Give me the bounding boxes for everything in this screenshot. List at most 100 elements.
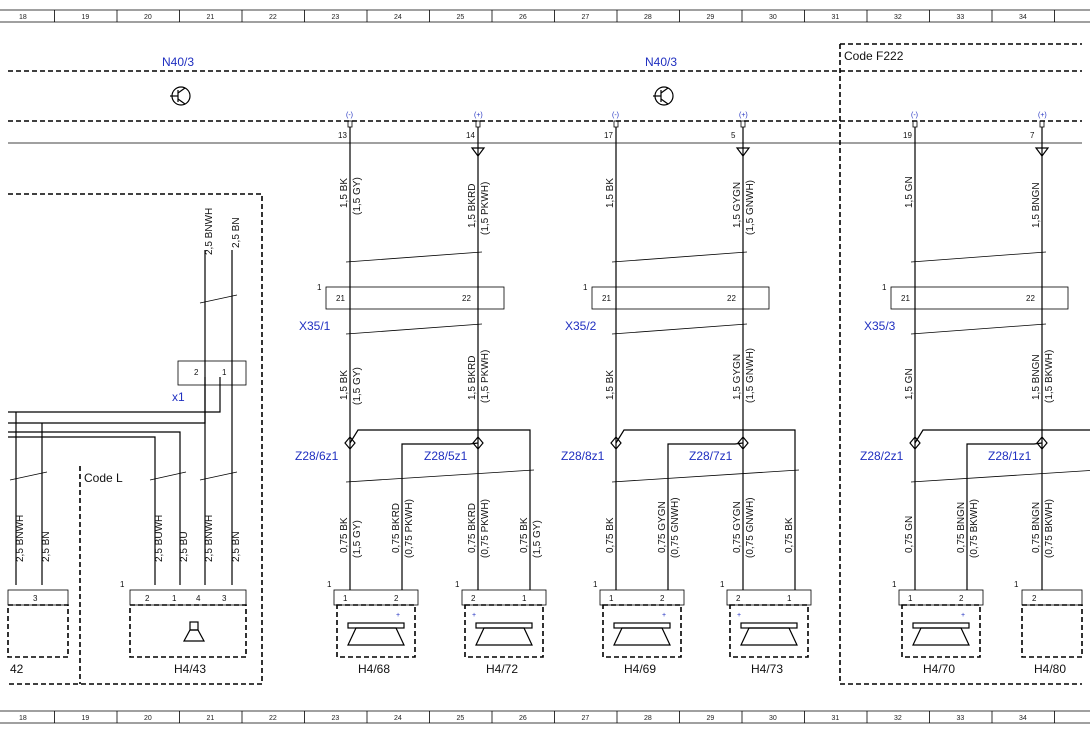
wire-label: 0,75 GN bbox=[904, 516, 915, 553]
speaker-icon bbox=[475, 622, 533, 646]
wire-label: 0,75 BK bbox=[784, 517, 795, 553]
splice-label: Z28/6z1 bbox=[295, 449, 339, 463]
grid-number: 29 bbox=[707, 14, 715, 21]
wire-label: 0,75 GYGN bbox=[732, 501, 743, 553]
wire-label: (0,75 BKWH) bbox=[969, 499, 980, 558]
svg-text:1: 1 bbox=[343, 594, 348, 603]
grid-number: 22 bbox=[269, 715, 277, 722]
wire-label: 1,5 BK bbox=[339, 178, 350, 208]
pin-number: 17 bbox=[604, 131, 613, 140]
svg-text:22: 22 bbox=[462, 294, 471, 303]
splice-icon bbox=[737, 436, 749, 450]
svg-text:1: 1 bbox=[609, 594, 614, 603]
svg-text:21: 21 bbox=[901, 294, 910, 303]
svg-text:2: 2 bbox=[471, 594, 476, 603]
wire-label: (0,75 BKWH) bbox=[1044, 499, 1055, 558]
wire-label: (1,5 GNWH) bbox=[745, 348, 756, 403]
grid-number: 23 bbox=[332, 14, 340, 21]
svg-text:2: 2 bbox=[145, 594, 150, 603]
grid-number: 31 bbox=[832, 715, 840, 722]
svg-text:2,5 BU: 2,5 BU bbox=[179, 531, 190, 562]
polarity-label: (-) bbox=[911, 112, 918, 119]
wire-label: (0,75 PKWH) bbox=[404, 499, 415, 558]
svg-text:2: 2 bbox=[660, 594, 665, 603]
wire-label: 0,75 BK bbox=[339, 517, 350, 553]
x35-connector bbox=[325, 286, 505, 310]
grid-number: 28 bbox=[644, 715, 652, 722]
grid-number: 24 bbox=[394, 14, 402, 21]
grid-number: 25 bbox=[457, 715, 465, 722]
speaker-icon bbox=[613, 622, 671, 646]
wire-label: 0,75 BK bbox=[605, 517, 616, 553]
grid-number: 25 bbox=[457, 14, 465, 21]
svg-text:1: 1 bbox=[892, 580, 897, 589]
splice-label: Z28/2z1 bbox=[860, 449, 904, 463]
code-f222-label: Code F222 bbox=[844, 49, 904, 63]
grid-number: 34 bbox=[1019, 14, 1027, 21]
grid-number: 32 bbox=[894, 14, 902, 21]
splice-icon bbox=[344, 436, 356, 450]
wire-label: 1,5 GYGN bbox=[732, 354, 743, 400]
speaker-channels: (-)13(+)141,5 BK(1,5 GY)1,5 BKRD(1,5 PKW… bbox=[295, 112, 1090, 676]
grid-number: 18 bbox=[19, 14, 27, 21]
wire-label: (1,5 GNWH) bbox=[745, 180, 756, 235]
svg-text:2: 2 bbox=[194, 368, 199, 377]
grid-number: 28 bbox=[644, 14, 652, 21]
grid-number: 29 bbox=[707, 715, 715, 722]
svg-text:1: 1 bbox=[720, 580, 725, 589]
wire-label: 1,5 BKRD bbox=[467, 184, 478, 228]
svg-text:1: 1 bbox=[317, 283, 322, 292]
speaker-icon bbox=[347, 622, 405, 646]
speaker-label: H4/73 bbox=[751, 662, 783, 676]
svg-text:2,5 BNWH: 2,5 BNWH bbox=[204, 515, 215, 562]
pin-number: 5 bbox=[731, 131, 736, 140]
grid-number: 33 bbox=[957, 715, 965, 722]
grid-number: 18 bbox=[19, 715, 27, 722]
transistor-icon bbox=[170, 86, 191, 106]
speaker-component bbox=[729, 604, 809, 658]
wire-label: (1,5 PKWH) bbox=[480, 182, 491, 235]
speaker-icon bbox=[740, 622, 798, 646]
x1-connector bbox=[177, 360, 247, 386]
svg-text:3: 3 bbox=[33, 594, 38, 603]
grid-number: 20 bbox=[144, 715, 152, 722]
grid-number: 26 bbox=[519, 14, 527, 21]
splice-icon bbox=[472, 436, 484, 450]
splice-label: Z28/5z1 bbox=[424, 449, 468, 463]
svg-text:2,5 BUWH: 2,5 BUWH bbox=[154, 515, 165, 562]
x35-label: X35/1 bbox=[299, 319, 331, 333]
svg-text:1: 1 bbox=[1014, 580, 1019, 589]
wire-label: (0,75 GNWH) bbox=[745, 497, 756, 558]
pin-number: 7 bbox=[1030, 131, 1035, 140]
splice-icon bbox=[909, 436, 921, 450]
svg-text:1: 1 bbox=[787, 594, 792, 603]
svg-text:1: 1 bbox=[222, 368, 227, 377]
speaker-label: H4/69 bbox=[624, 662, 656, 676]
grid-number: 21 bbox=[207, 715, 215, 722]
grid-number: 33 bbox=[957, 14, 965, 21]
wire-label: 0,75 BNGN bbox=[956, 502, 967, 553]
svg-text:4: 4 bbox=[196, 594, 201, 603]
svg-text:2,5 BN: 2,5 BN bbox=[231, 217, 242, 248]
polarity-label: (+) bbox=[1038, 112, 1047, 119]
h4-42-label: 42 bbox=[10, 662, 24, 676]
polarity-label: (-) bbox=[346, 112, 353, 119]
svg-text:2: 2 bbox=[394, 594, 399, 603]
speaker-component bbox=[336, 604, 416, 658]
svg-text:1: 1 bbox=[583, 283, 588, 292]
h4-43-label: H4/43 bbox=[174, 662, 206, 676]
pin-number: 19 bbox=[903, 131, 912, 140]
wire-label: (1,5 GY) bbox=[352, 177, 363, 215]
wire-label: 0,75 GYGN bbox=[657, 501, 668, 553]
svg-text:2: 2 bbox=[736, 594, 741, 603]
grid-number: 21 bbox=[207, 14, 215, 21]
h4-42-component bbox=[7, 604, 69, 658]
svg-text:2,5 BNWH: 2,5 BNWH bbox=[204, 208, 215, 255]
svg-text:21: 21 bbox=[602, 294, 611, 303]
speaker-label: H4/68 bbox=[358, 662, 390, 676]
